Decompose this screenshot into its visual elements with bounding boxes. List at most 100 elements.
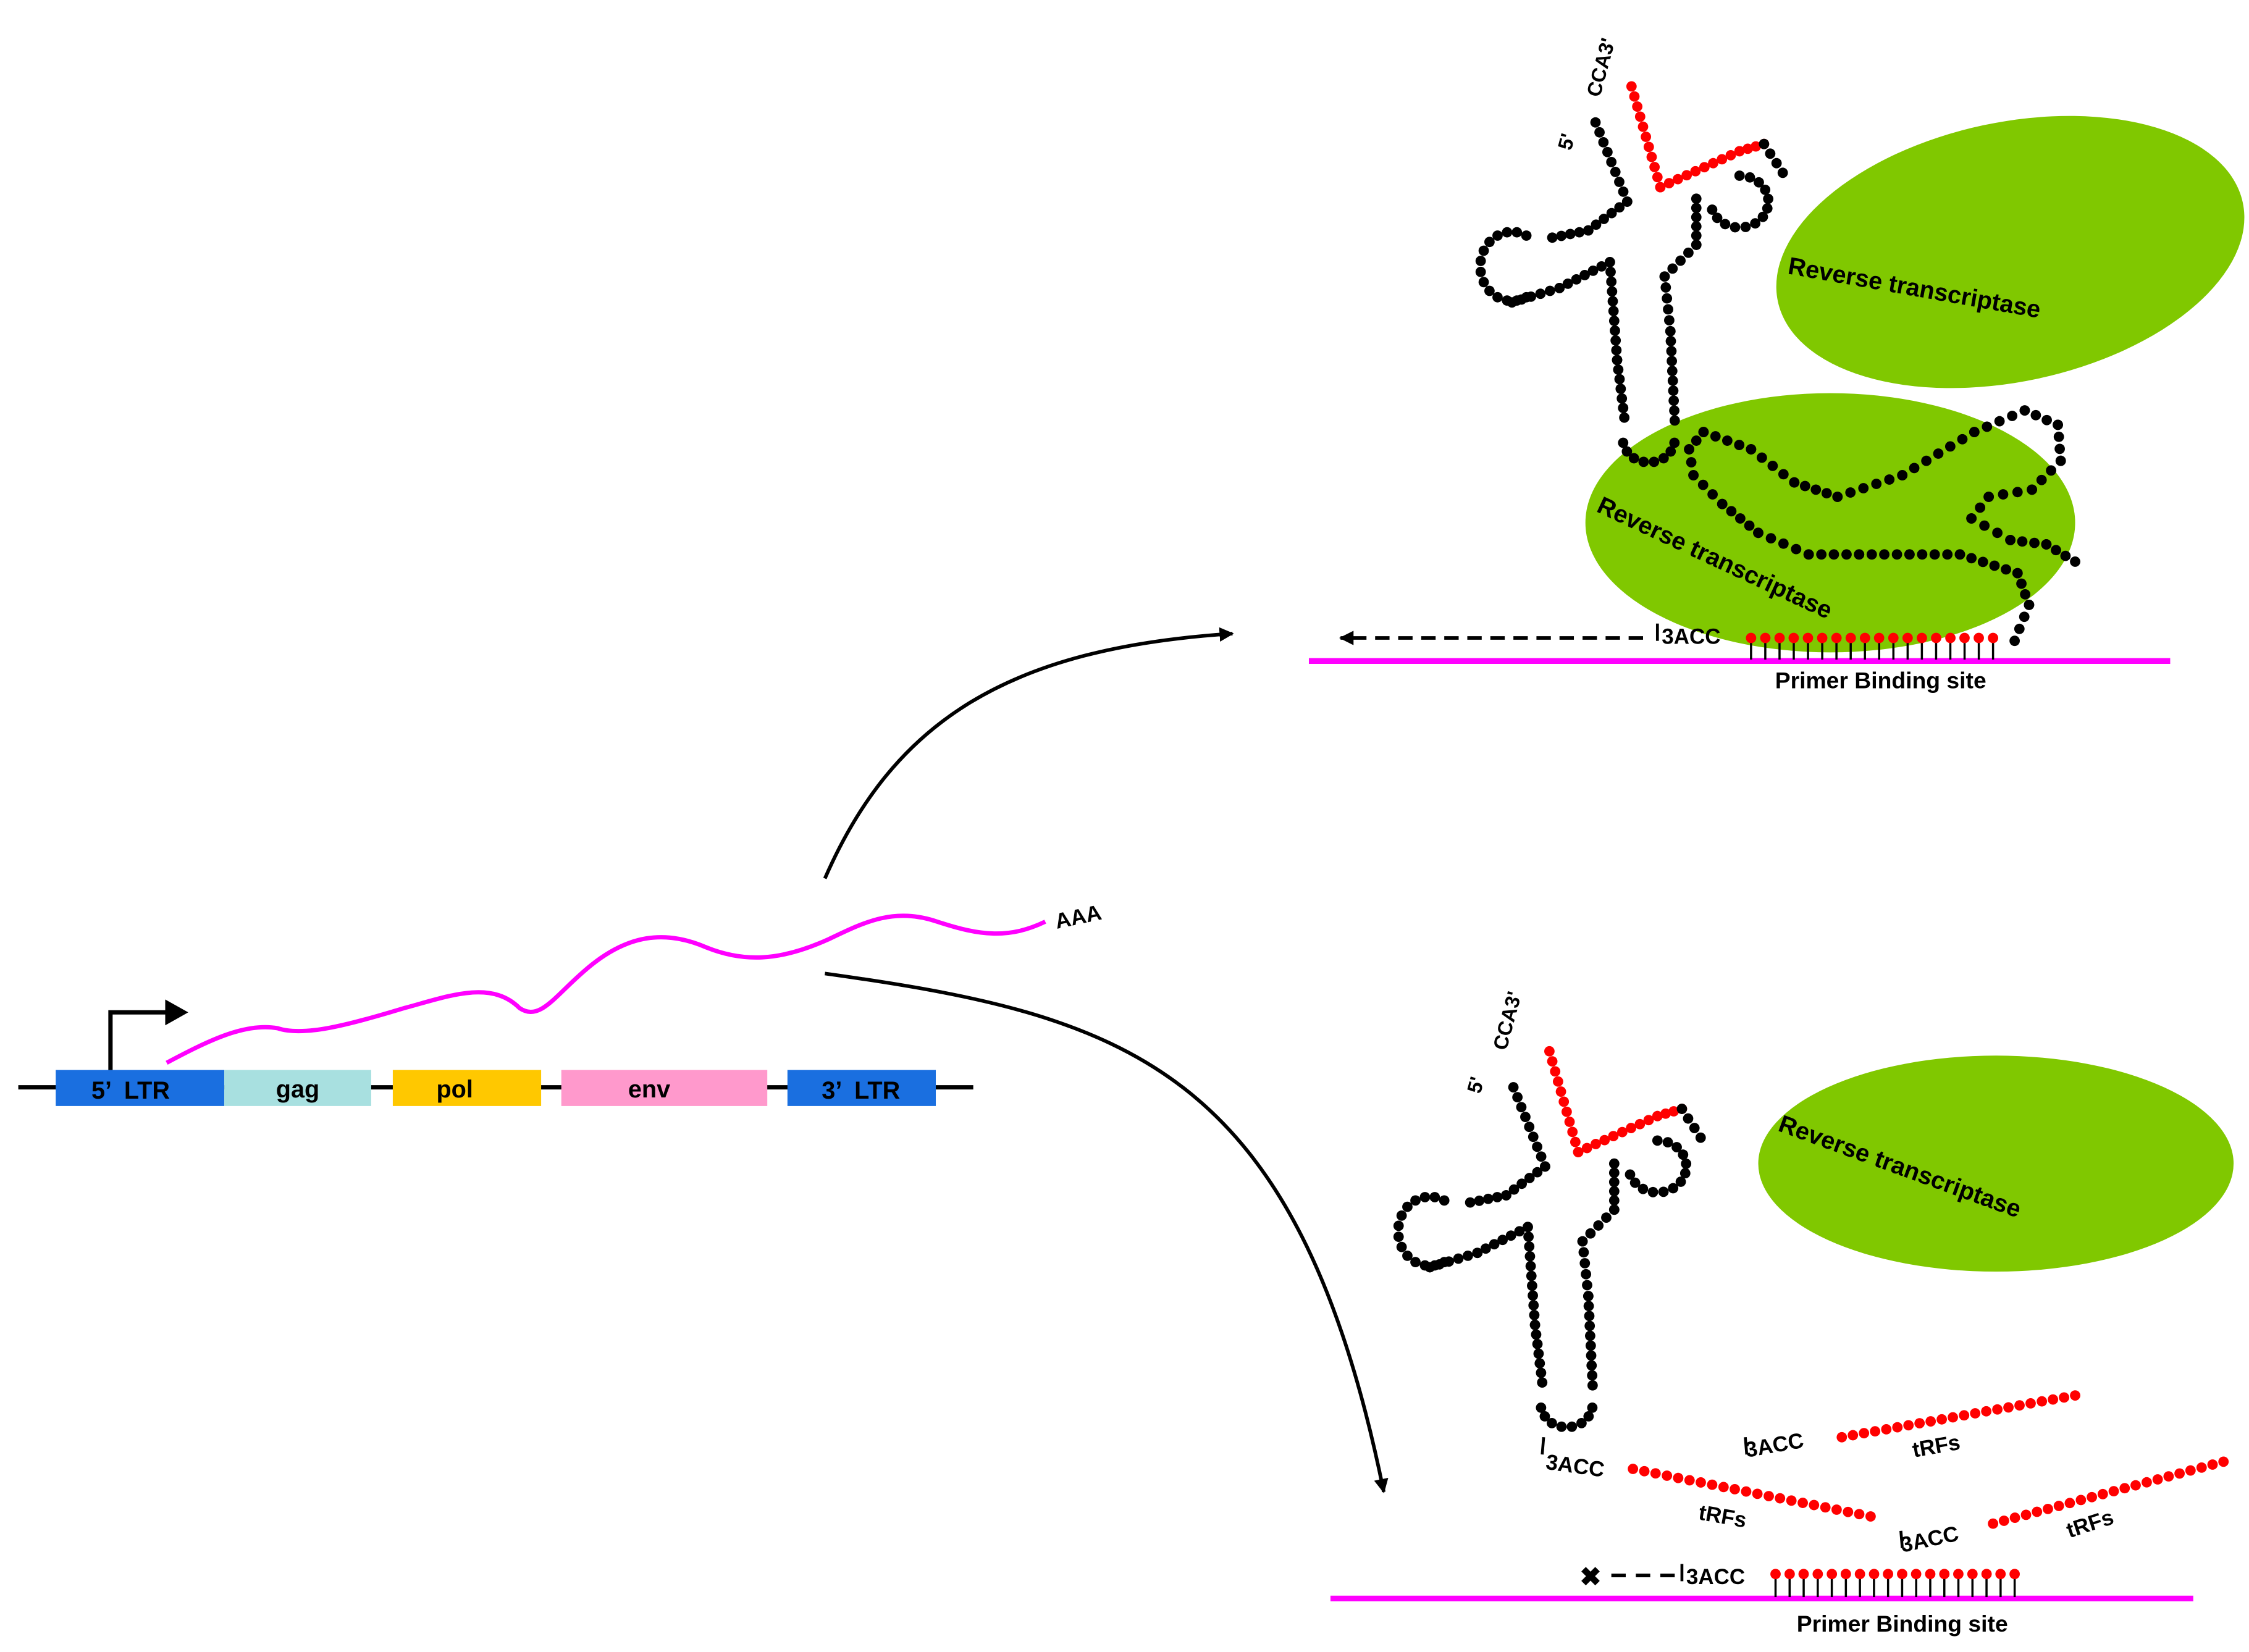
trna-bead (1614, 177, 1625, 187)
ltr3-box (787, 1070, 936, 1106)
transcription-arrowhead-icon (165, 999, 188, 1026)
trna-bead (1663, 304, 1673, 315)
trna-bound-bead (1832, 492, 1843, 502)
trna-bound-bead (2019, 611, 2030, 623)
trf-bead (1914, 1418, 1925, 1428)
trna-bead (1492, 230, 1503, 241)
trf-fragment (1988, 1456, 2229, 1529)
primer-bead (1883, 1569, 1894, 1580)
trna-acceptor-bead (1550, 1066, 1561, 1077)
trna-bead (1419, 1192, 1431, 1202)
primer-bead (1798, 1569, 1809, 1580)
primer-bead (1840, 1569, 1851, 1580)
trna-bead (1610, 325, 1620, 336)
trna-bead (1544, 285, 1555, 296)
trna-bead (1608, 316, 1620, 326)
trna-acceptor-bead (1699, 162, 1710, 173)
trna-acceptor-bead (1570, 1136, 1581, 1147)
trna-bead (1501, 1190, 1511, 1201)
trna-bead (1669, 437, 1680, 448)
trna-bead (1574, 227, 1585, 238)
trna-bead (1618, 403, 1629, 414)
trna-bead (1524, 1241, 1535, 1252)
trf-bead (1854, 1509, 1865, 1520)
primer-bead (1869, 1569, 1880, 1580)
trna-acceptor-bead (1649, 162, 1660, 172)
trna-acceptor-bead (1663, 178, 1675, 189)
trna-bead (1590, 117, 1601, 128)
trna-bead (1649, 456, 1660, 468)
trna-acceptor-bead (1626, 81, 1637, 92)
trna-acceptor-bead (1564, 1117, 1575, 1127)
trf-bead (2207, 1459, 2218, 1470)
trna-bead (1520, 1112, 1531, 1122)
primer-bead (1945, 632, 1956, 644)
trna-bead (1681, 1158, 1692, 1169)
trna-bound-bead (1726, 506, 1737, 517)
trna-bead (1765, 148, 1776, 159)
primer-bottom-label: 3ACC (1686, 1565, 1745, 1589)
trf-bead (2014, 1400, 2025, 1411)
trna-bound-bead (2019, 405, 2030, 416)
trf-bead (1707, 1479, 1718, 1490)
trna-bound-bead (1810, 484, 1822, 495)
trna-acceptor-bead (1751, 141, 1761, 152)
trna-bead (1668, 1183, 1679, 1194)
trna-bead (1583, 1411, 1594, 1422)
trna-bead (1535, 288, 1546, 300)
trna-bound-bead (1691, 435, 1702, 446)
trna-bead (1658, 1186, 1669, 1197)
trna-bound-bead (1767, 460, 1778, 471)
trna-bead (1676, 1104, 1688, 1114)
trna-bound-bead (2001, 564, 2012, 575)
trna-bead (1402, 1251, 1413, 1261)
trna-bead (1583, 225, 1594, 236)
primer-bead (1953, 1569, 1964, 1580)
primer-bead (1854, 1569, 1865, 1580)
trna-bound-bead (1858, 483, 1869, 493)
trna-acceptor-bead (1652, 172, 1663, 183)
trf-bead (1936, 1414, 1948, 1425)
trf-bead (2174, 1468, 2185, 1479)
trna-acceptor-bead (1608, 1131, 1619, 1142)
trna-bound-bead (1982, 421, 1993, 432)
trna-bead (1652, 1135, 1663, 1146)
trna-bound-bead (1753, 527, 1763, 539)
trna-bound-bead (2014, 623, 2025, 634)
trna-acceptor-bead (1660, 1108, 1671, 1119)
trf-bead (1650, 1468, 1661, 1479)
trna-bead (1707, 204, 1718, 215)
trna-free-top (1475, 81, 1788, 468)
trna-bead (1536, 1367, 1547, 1378)
trna-bead (1502, 227, 1513, 238)
trna-acceptor-bead (1725, 149, 1736, 161)
trna-bead (1585, 1340, 1596, 1351)
env-label: env (628, 1076, 670, 1103)
trna-bound-bead (2029, 537, 2040, 548)
trna-bound-bead (1929, 549, 1940, 560)
trna-bead (1599, 214, 1609, 224)
trf-bead (2196, 1462, 2207, 1473)
trna-bound-bead (2030, 409, 2041, 421)
trna-bead (1583, 1301, 1594, 1312)
trna-acceptor-bead (1637, 121, 1649, 132)
trna-bead (1637, 1183, 1649, 1194)
trna-bound-bead (1998, 489, 2009, 500)
trna-bead (1667, 356, 1678, 366)
trf-bead (2053, 1501, 2064, 1511)
trf-bead (1662, 1470, 1673, 1481)
primer-bead (1911, 1569, 1922, 1580)
trna-acceptor-bead (1641, 132, 1652, 142)
trf-bead (2037, 1396, 2048, 1407)
gag-box (224, 1070, 371, 1106)
primer-bead (1902, 632, 1913, 644)
trna-bead (1647, 1186, 1658, 1197)
trna-bead (1668, 385, 1679, 396)
trf-bead (1763, 1491, 1774, 1501)
trna-bound-bead (1879, 549, 1890, 560)
trf-bead (2075, 1495, 2087, 1506)
transcription-start-arrow-icon (108, 1010, 171, 1070)
pbs-top-label: Primer Binding site (1775, 668, 1986, 694)
trna-bead (1529, 1319, 1541, 1330)
trna-bead (1734, 170, 1745, 181)
